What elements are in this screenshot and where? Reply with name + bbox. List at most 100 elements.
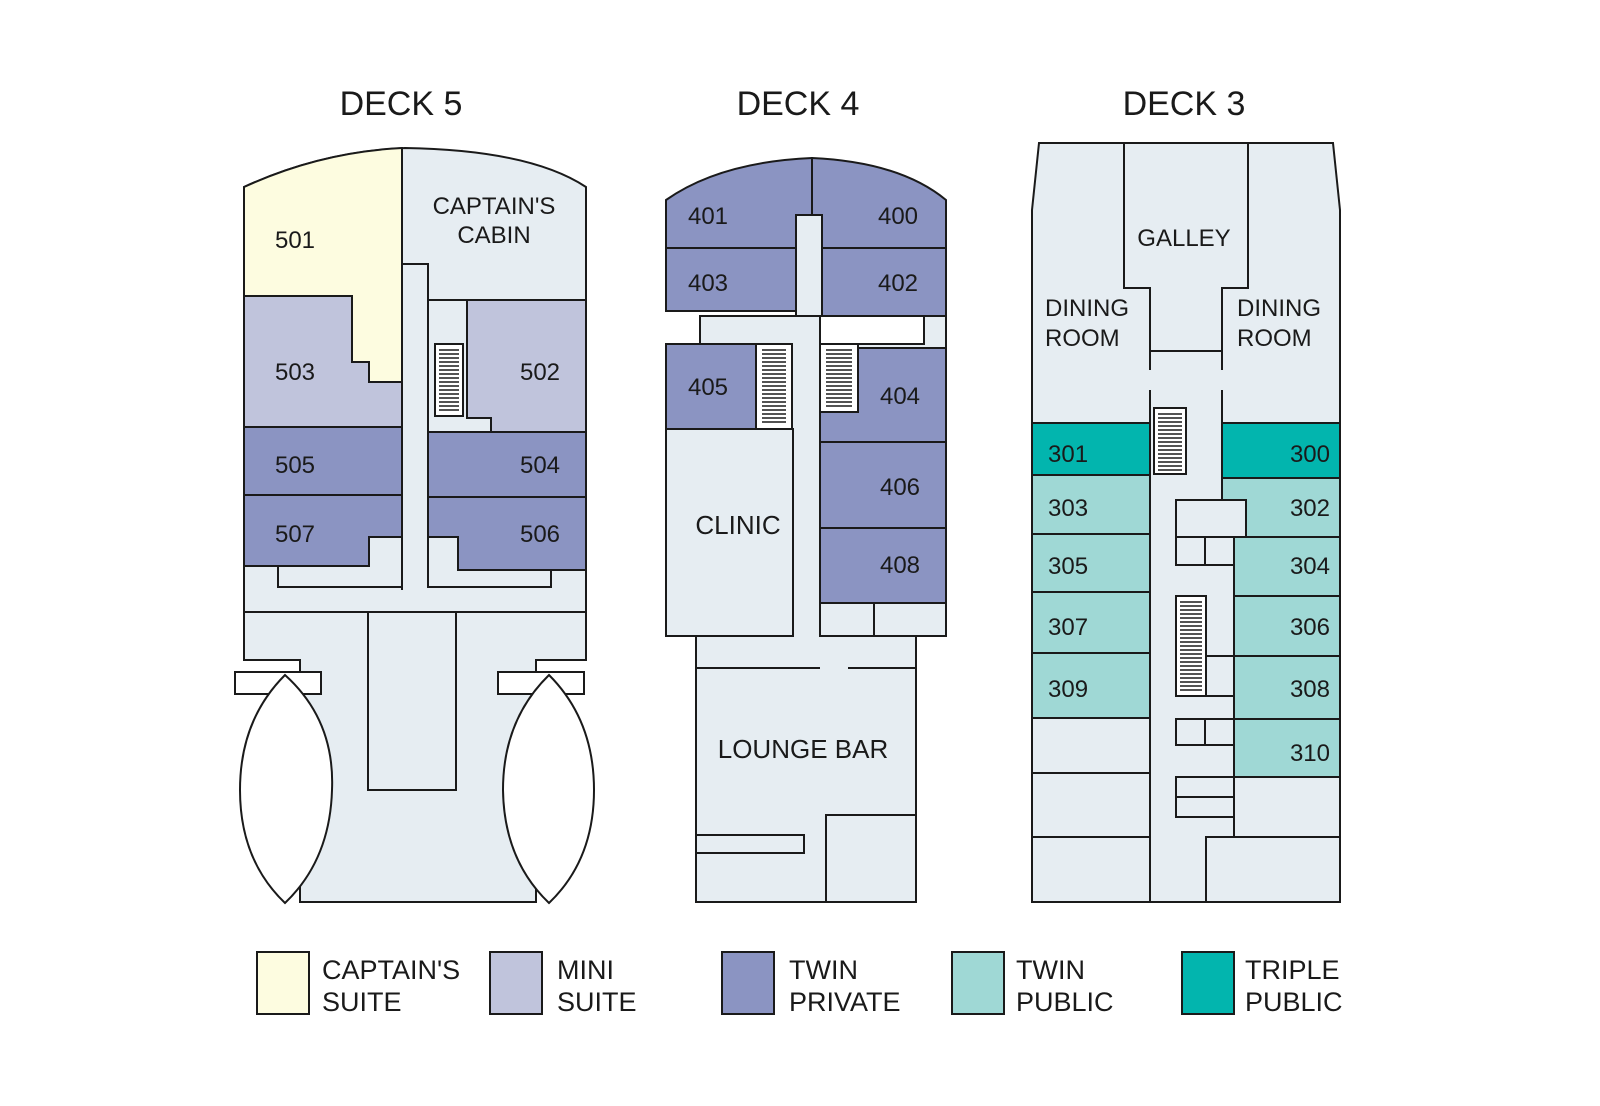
clinic-label: CLINIC [695,510,780,540]
deck3-fixture-1 [1175,499,1247,566]
clinic[interactable] [665,428,794,637]
cabin-406[interactable] [819,441,947,529]
legend-label-twin-private-1: TWIN [789,955,858,985]
deck3-store-left-1 [1031,717,1151,774]
deck3-title: DECK 3 [1123,85,1246,123]
deck3-store-left-2 [1031,772,1151,838]
legend-swatch-triple-public [1181,951,1235,1015]
galley-wall-right [1221,143,1249,370]
lounge-bar-label: LOUNGE BAR [718,734,889,764]
cabin-310[interactable] [1233,718,1341,778]
captains-cabin-wall [401,148,467,301]
lounge-bar-counter [695,834,805,854]
cabin-408-label: 408 [880,552,920,579]
legend-item-triple-public: TRIPLE PUBLIC [1181,951,1343,1017]
deck5: DECK 5 501 503 502 [234,85,596,905]
cabin-307[interactable] [1031,591,1151,654]
legend-item-twin-private: TWIN PRIVATE [721,951,901,1017]
lounge-store [825,814,916,902]
legend-label-mini-suite-1: MINI [557,955,614,985]
cabin-307-label: 307 [1048,614,1088,641]
dining-right-label-1: DINING [1237,295,1321,322]
deck3-fixture-4 [1175,776,1235,798]
galley-label: GALLEY [1137,225,1230,252]
dining-left-label-2: ROOM [1045,325,1120,352]
cabin-308-label: 308 [1290,676,1330,703]
deck4-title: DECK 4 [737,85,860,123]
cabin-402[interactable] [821,247,947,317]
deck4: DECK 4 401 400 403 402 405 404 [665,85,947,903]
cabin-404-label: 404 [880,383,920,410]
legend-swatch-twin-private [721,951,775,1015]
cabin-301-label: 301 [1048,441,1088,468]
galley-wall [1123,143,1151,370]
deck4-store-a [819,602,875,637]
cabin-505[interactable] [243,426,403,496]
legend-swatch-twin-public [951,951,1005,1015]
captains-cabin-label-1: CAPTAIN'S [433,193,556,220]
legend-item-mini-suite: MINI SUITE [489,951,637,1017]
lifeboat-left-icon [238,673,334,905]
cabin-309[interactable] [1031,652,1151,719]
deck3-fixture-5 [1175,796,1235,818]
cabin-401-label: 401 [688,203,728,230]
cabin-504-label: 504 [520,452,560,479]
cabin-503-label: 503 [275,359,315,386]
cabin-309-label: 309 [1048,676,1088,703]
deck5-lower-wall-right [427,537,552,588]
cabin-305-label: 305 [1048,553,1088,580]
cabin-304-label: 304 [1290,553,1330,580]
cabin-504[interactable] [427,431,587,498]
cabin-506-label: 506 [520,521,560,548]
legend-label-triple-public-2: PUBLIC [1245,987,1343,1017]
deck5-stairs-icon [434,343,464,417]
cabin-301[interactable] [1031,422,1151,476]
deck4-forward-corridor [795,214,823,317]
captains-cabin-label-2: CABIN [457,222,530,249]
legend-label-twin-private-2: PRIVATE [789,987,901,1017]
deck5-title: DECK 5 [340,85,463,123]
cabin-505-label: 505 [275,452,315,479]
cabin-501-label: 501 [275,227,315,254]
deck3-store-left-3 [1031,836,1151,903]
legend-item-twin-public: TWIN PUBLIC [951,951,1114,1017]
deck5-central-block [367,611,457,791]
cabin-303-label: 303 [1048,495,1088,522]
dining-right-label-2: ROOM [1237,325,1312,352]
cabin-507[interactable] [243,494,403,567]
legend-swatch-captains-suite [256,951,310,1015]
legend-label-captains-suite-1: CAPTAIN'S [322,955,460,985]
lifeboat-right-icon [501,673,596,905]
legend: CAPTAIN'S SUITE MINI SUITE TWIN PRIVATE … [256,951,1343,1017]
deck3-store-right-2 [1205,836,1341,903]
legend-swatch-mini-suite [489,951,543,1015]
dining-left-label-1: DINING [1045,295,1129,322]
cabin-302-label: 302 [1290,495,1330,522]
deck3: DECK 3 [1031,85,1341,903]
cabin-502-label: 502 [520,359,560,386]
cabin-405[interactable] [665,343,757,430]
cabin-408[interactable] [819,527,947,604]
cabin-305[interactable] [1031,533,1151,593]
deck3-store-right-1 [1233,776,1341,838]
deck5-lower-wall-left [277,566,403,590]
cabin-306[interactable] [1233,595,1341,657]
legend-label-twin-public-1: TWIN [1016,955,1085,985]
cabin-400-label: 400 [878,203,918,230]
legend-label-mini-suite-2: SUITE [557,987,637,1017]
cabin-406-label: 406 [880,474,920,501]
cabin-507-label: 507 [275,521,315,548]
cabin-403[interactable] [665,247,797,312]
legend-label-captains-suite-2: SUITE [322,987,402,1017]
cabin-403-label: 403 [688,270,728,297]
legend-label-triple-public-1: TRIPLE [1245,955,1340,985]
cabin-304[interactable] [1233,536,1341,597]
deck3-stairs-upper-icon [1153,407,1187,475]
deck4-store-b [873,602,947,637]
cabin-310-label: 310 [1290,740,1330,767]
cabin-300-label: 300 [1290,441,1330,468]
legend-item-captains-suite: CAPTAIN'S SUITE [256,951,460,1017]
cabin-405-label: 405 [688,374,728,401]
cabin-402-label: 402 [878,270,918,297]
